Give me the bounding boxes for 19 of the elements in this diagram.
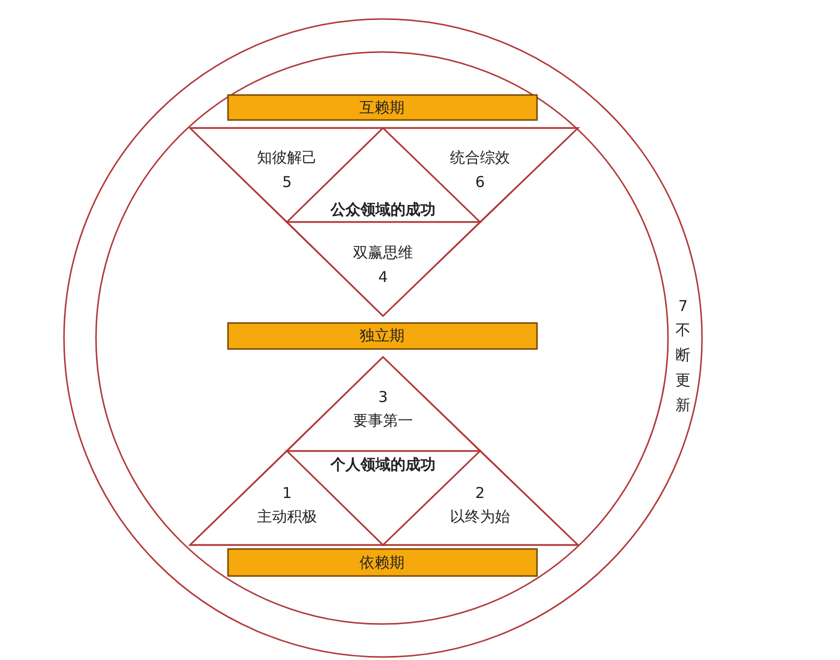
text-label: 要事第一 xyxy=(353,412,413,430)
text-label: 个人领域的成功 xyxy=(330,456,436,474)
habit-number: 1 xyxy=(282,484,292,502)
habit-number: 6 xyxy=(475,173,485,191)
habit-number: 3 xyxy=(378,388,388,406)
habit-number: 4 xyxy=(378,268,388,286)
habit-number: 7 xyxy=(678,297,688,315)
text-label: 互赖期 xyxy=(360,98,404,118)
text-label: 双赢思维 xyxy=(353,244,413,262)
text-label: 不断更新 xyxy=(676,320,690,416)
text-label: 以终为始 xyxy=(450,508,510,526)
text-label: 知彼解己 xyxy=(257,148,317,168)
text-label: 统合综效 xyxy=(450,148,510,168)
text-label: 公众领域的成功 xyxy=(330,200,436,220)
habit-number: 5 xyxy=(282,173,292,191)
text-label: 主动积极 xyxy=(257,508,317,526)
habit-number: 2 xyxy=(475,484,485,502)
text-label: 独立期 xyxy=(360,326,404,346)
text-label: 依赖期 xyxy=(360,554,404,572)
